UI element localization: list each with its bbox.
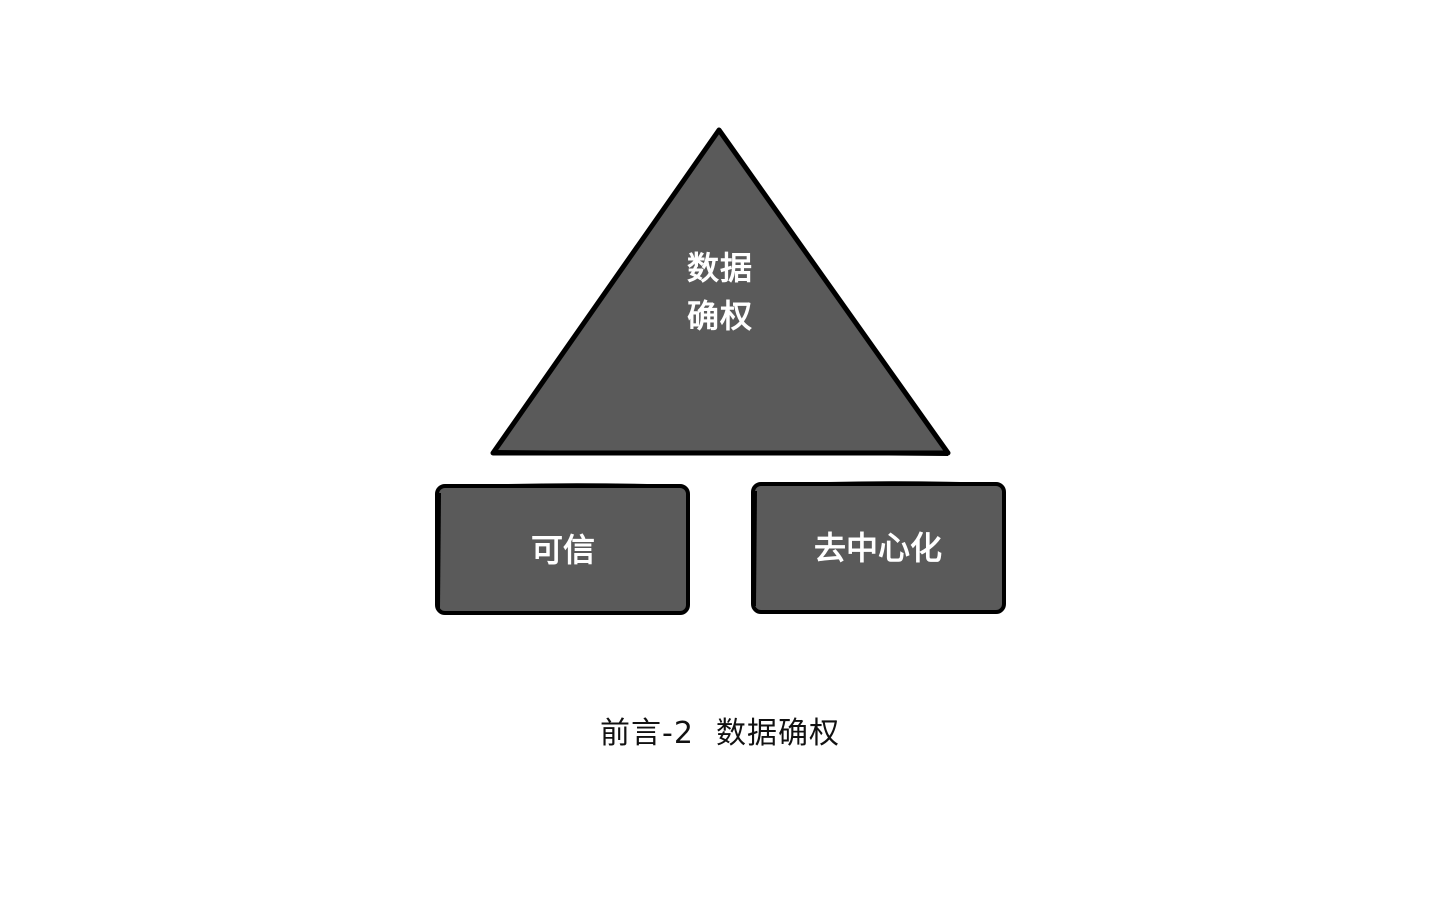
caption-title: 数据确权 xyxy=(715,716,840,751)
right-box xyxy=(751,481,1006,614)
apex-label-line-1: 数据 xyxy=(686,249,753,287)
figure-caption: 前言-2 数据确权 xyxy=(420,712,1020,756)
caption-prefix: 前言-2 xyxy=(600,716,694,751)
apex-label: 数据 确权 xyxy=(640,244,800,340)
left-box xyxy=(435,483,690,615)
right-box-label: 去中心化 xyxy=(813,529,942,567)
apex-label-line-2: 确权 xyxy=(686,297,753,335)
left-box-label: 可信 xyxy=(530,531,595,569)
apex-triangle xyxy=(490,127,951,456)
